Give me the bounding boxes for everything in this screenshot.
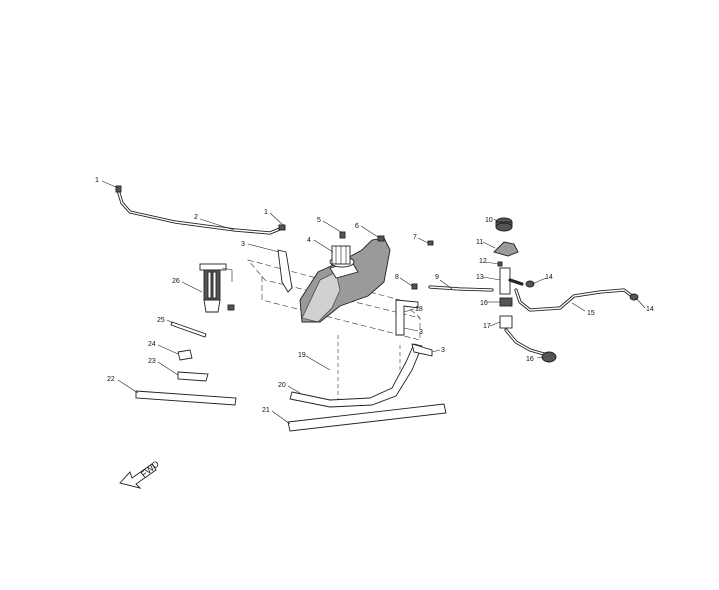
- callout-6: 6: [355, 223, 359, 230]
- clip-part-14-right: [629, 293, 639, 301]
- fuel-pump-part-26: [199, 263, 235, 313]
- callout-3a: 3: [241, 241, 245, 248]
- callout-10: 10: [485, 217, 493, 224]
- callout-16b: 16: [526, 356, 534, 363]
- callout-3b: 3: [419, 329, 423, 336]
- bolt-part-7: [427, 240, 434, 246]
- callout-16a: 16: [480, 300, 488, 307]
- callout-9: 9: [435, 274, 439, 281]
- pad-part-24: [177, 349, 193, 361]
- bracket-part-18: [395, 299, 419, 336]
- callout-12: 12: [479, 258, 487, 265]
- callout-14b: 14: [646, 306, 654, 313]
- callout-24: 24: [148, 341, 156, 348]
- sleeve-part-17: [499, 315, 546, 356]
- callout-1b: 1: [264, 209, 268, 216]
- bracket-part-3-left: [277, 249, 293, 293]
- callout-14a: 14: [545, 274, 553, 281]
- callout-25: 25: [157, 317, 165, 324]
- callout-20: 20: [278, 382, 286, 389]
- callout-19: 19: [298, 352, 306, 359]
- callout-labels: 1 2 1 3 4 5 6 7 8 9 10 11 12 13 14 16 15…: [95, 177, 654, 414]
- vent-line-part-15: [514, 288, 634, 312]
- filler-cap-part-10: [495, 217, 513, 232]
- callout-15: 15: [587, 310, 595, 317]
- tank-cap-part-6: [377, 235, 385, 242]
- callout-2: 2: [194, 214, 198, 221]
- callout-26: 26: [172, 278, 180, 285]
- callout-4: 4: [307, 237, 311, 244]
- fuel-line-part-2: [115, 185, 286, 235]
- clamp-part-16-lower: [541, 351, 557, 363]
- clamp-part-16-upper: [499, 297, 513, 307]
- callout-3c: 3: [441, 347, 445, 354]
- filler-neck-part-13: [497, 261, 524, 295]
- strap-part-25: [170, 321, 207, 338]
- callout-leaders: [101, 180, 646, 425]
- callout-21: 21: [262, 407, 270, 414]
- clip-part-14-left: [525, 280, 535, 288]
- tank-pump-part-4: [331, 231, 351, 265]
- callout-5: 5: [317, 217, 321, 224]
- fwd-label: FWD: [139, 458, 162, 479]
- callout-22: 22: [107, 376, 115, 383]
- hose-part-9: [411, 283, 494, 292]
- callout-17: 17: [483, 323, 491, 330]
- callout-11: 11: [476, 239, 483, 246]
- crossmember-part-20: [289, 343, 433, 408]
- callout-13: 13: [476, 274, 484, 281]
- pad-part-23: [177, 371, 209, 382]
- strip-part-22: [135, 390, 237, 406]
- fwd-arrow: FWD: [119, 458, 162, 489]
- callout-1a: 1: [95, 177, 99, 184]
- strip-part-21: [287, 403, 447, 432]
- callout-8: 8: [395, 274, 399, 281]
- callout-23: 23: [148, 358, 156, 365]
- filler-plate-part-11: [493, 241, 519, 257]
- fuel-tank: [299, 237, 391, 323]
- callout-18: 18: [415, 306, 423, 313]
- callout-7: 7: [413, 234, 417, 241]
